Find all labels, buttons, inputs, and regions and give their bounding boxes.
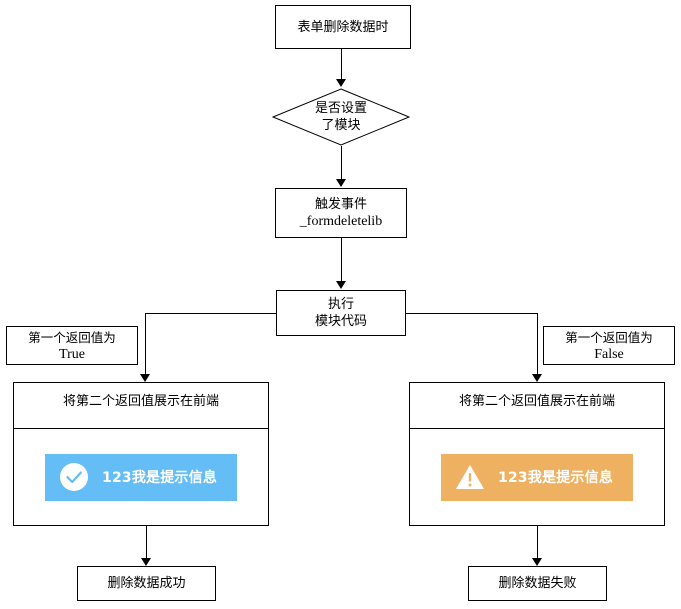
node-decision: 是否设置 了模块	[272, 88, 410, 146]
edge-execute-left-vertical	[145, 313, 146, 375]
diamond-shape	[272, 88, 410, 146]
label-first-return-true: 第一个返回值为 True	[6, 326, 138, 365]
toast-warning: 123我是提示信息	[441, 453, 633, 501]
node-end-failure: 删除数据失败	[468, 566, 607, 601]
panel-right-frontend-display: 将第二个返回值展示在前端 123我是提示信息	[409, 382, 665, 526]
node-execute-label-line2: 模块代码	[314, 314, 367, 329]
label-true-value: True	[59, 346, 85, 362]
panel-right-header: 将第二个返回值展示在前端	[410, 383, 664, 429]
check-circle-icon	[60, 463, 88, 491]
node-end-failure-label: 删除数据失败	[498, 576, 577, 591]
arrowhead-left-panel-to-success	[141, 558, 151, 566]
panel-left-header: 将第二个返回值展示在前端	[14, 383, 268, 429]
arrowhead-trigger-to-execute	[336, 281, 346, 289]
arrowhead-start-to-decision	[336, 79, 346, 87]
node-end-success: 删除数据成功	[77, 566, 216, 601]
edge-left-panel-to-success	[146, 526, 147, 559]
arrowhead-execute-to-right-panel	[532, 374, 542, 382]
panel-left-body: 123我是提示信息	[14, 429, 268, 525]
toast-success-text: 123我是提示信息	[102, 470, 218, 486]
node-decision-label-line2: 了模块	[321, 118, 361, 133]
toast-warning-text: 123我是提示信息	[498, 470, 614, 486]
label-first-return-false: 第一个返回值为 False	[543, 326, 675, 365]
node-end-success-label: 删除数据成功	[107, 576, 186, 591]
label-true-text: 第一个返回值为	[28, 329, 116, 345]
edge-execute-left-horizontal	[145, 313, 276, 314]
label-false-value: False	[594, 346, 624, 362]
node-start: 表单删除数据时	[275, 5, 411, 49]
edge-right-panel-to-failure	[537, 526, 538, 559]
toast-success: 123我是提示信息	[45, 453, 237, 501]
edge-trigger-to-execute	[341, 238, 342, 282]
arrowhead-decision-to-trigger	[336, 179, 346, 187]
panel-left-frontend-display: 将第二个返回值展示在前端 123我是提示信息	[13, 382, 269, 526]
panel-right-body: 123我是提示信息	[410, 429, 664, 525]
edge-start-to-decision	[341, 49, 342, 80]
node-trigger-label-line1: 触发事件	[314, 197, 367, 212]
node-start-label: 表单删除数据时	[297, 19, 389, 35]
node-trigger-label-line2: _formdeletelib	[299, 214, 383, 229]
node-trigger-event: 触发事件 _formdeletelib	[275, 188, 407, 238]
warning-triangle-icon	[456, 465, 484, 489]
arrowhead-execute-to-left-panel	[140, 374, 150, 382]
edge-execute-right-horizontal	[406, 313, 537, 314]
label-false-text: 第一个返回值为	[565, 329, 653, 345]
edge-decision-to-trigger	[341, 146, 342, 180]
node-execute-module-code: 执行 模块代码	[276, 290, 406, 336]
node-decision-label-line1: 是否设置	[314, 101, 367, 116]
arrowhead-right-panel-to-failure	[532, 558, 542, 566]
node-execute-label-line1: 执行	[327, 297, 354, 312]
edge-execute-right-vertical	[537, 313, 538, 375]
